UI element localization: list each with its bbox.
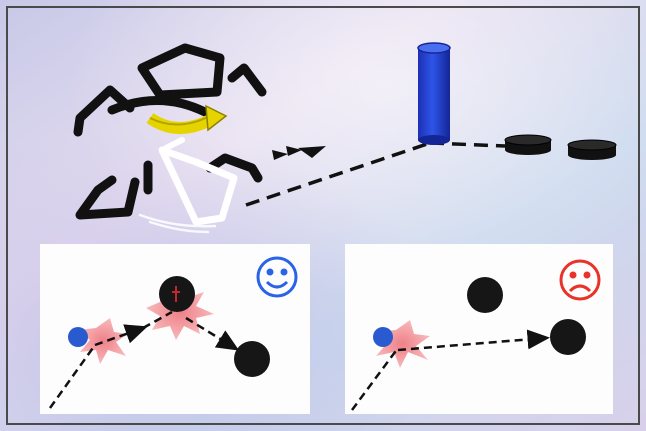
start-position-dot <box>68 327 88 347</box>
blue-cylinder-post <box>418 43 450 145</box>
panel-good <box>40 244 310 414</box>
panel-bad <box>345 244 613 414</box>
obstacle-circle <box>550 319 586 355</box>
black-disc-marker-1 <box>505 135 551 155</box>
black-disc-marker-2 <box>568 140 616 160</box>
obstacle-circle <box>467 277 503 313</box>
start-position-dot <box>373 327 393 347</box>
obstacle-circle <box>234 341 270 377</box>
